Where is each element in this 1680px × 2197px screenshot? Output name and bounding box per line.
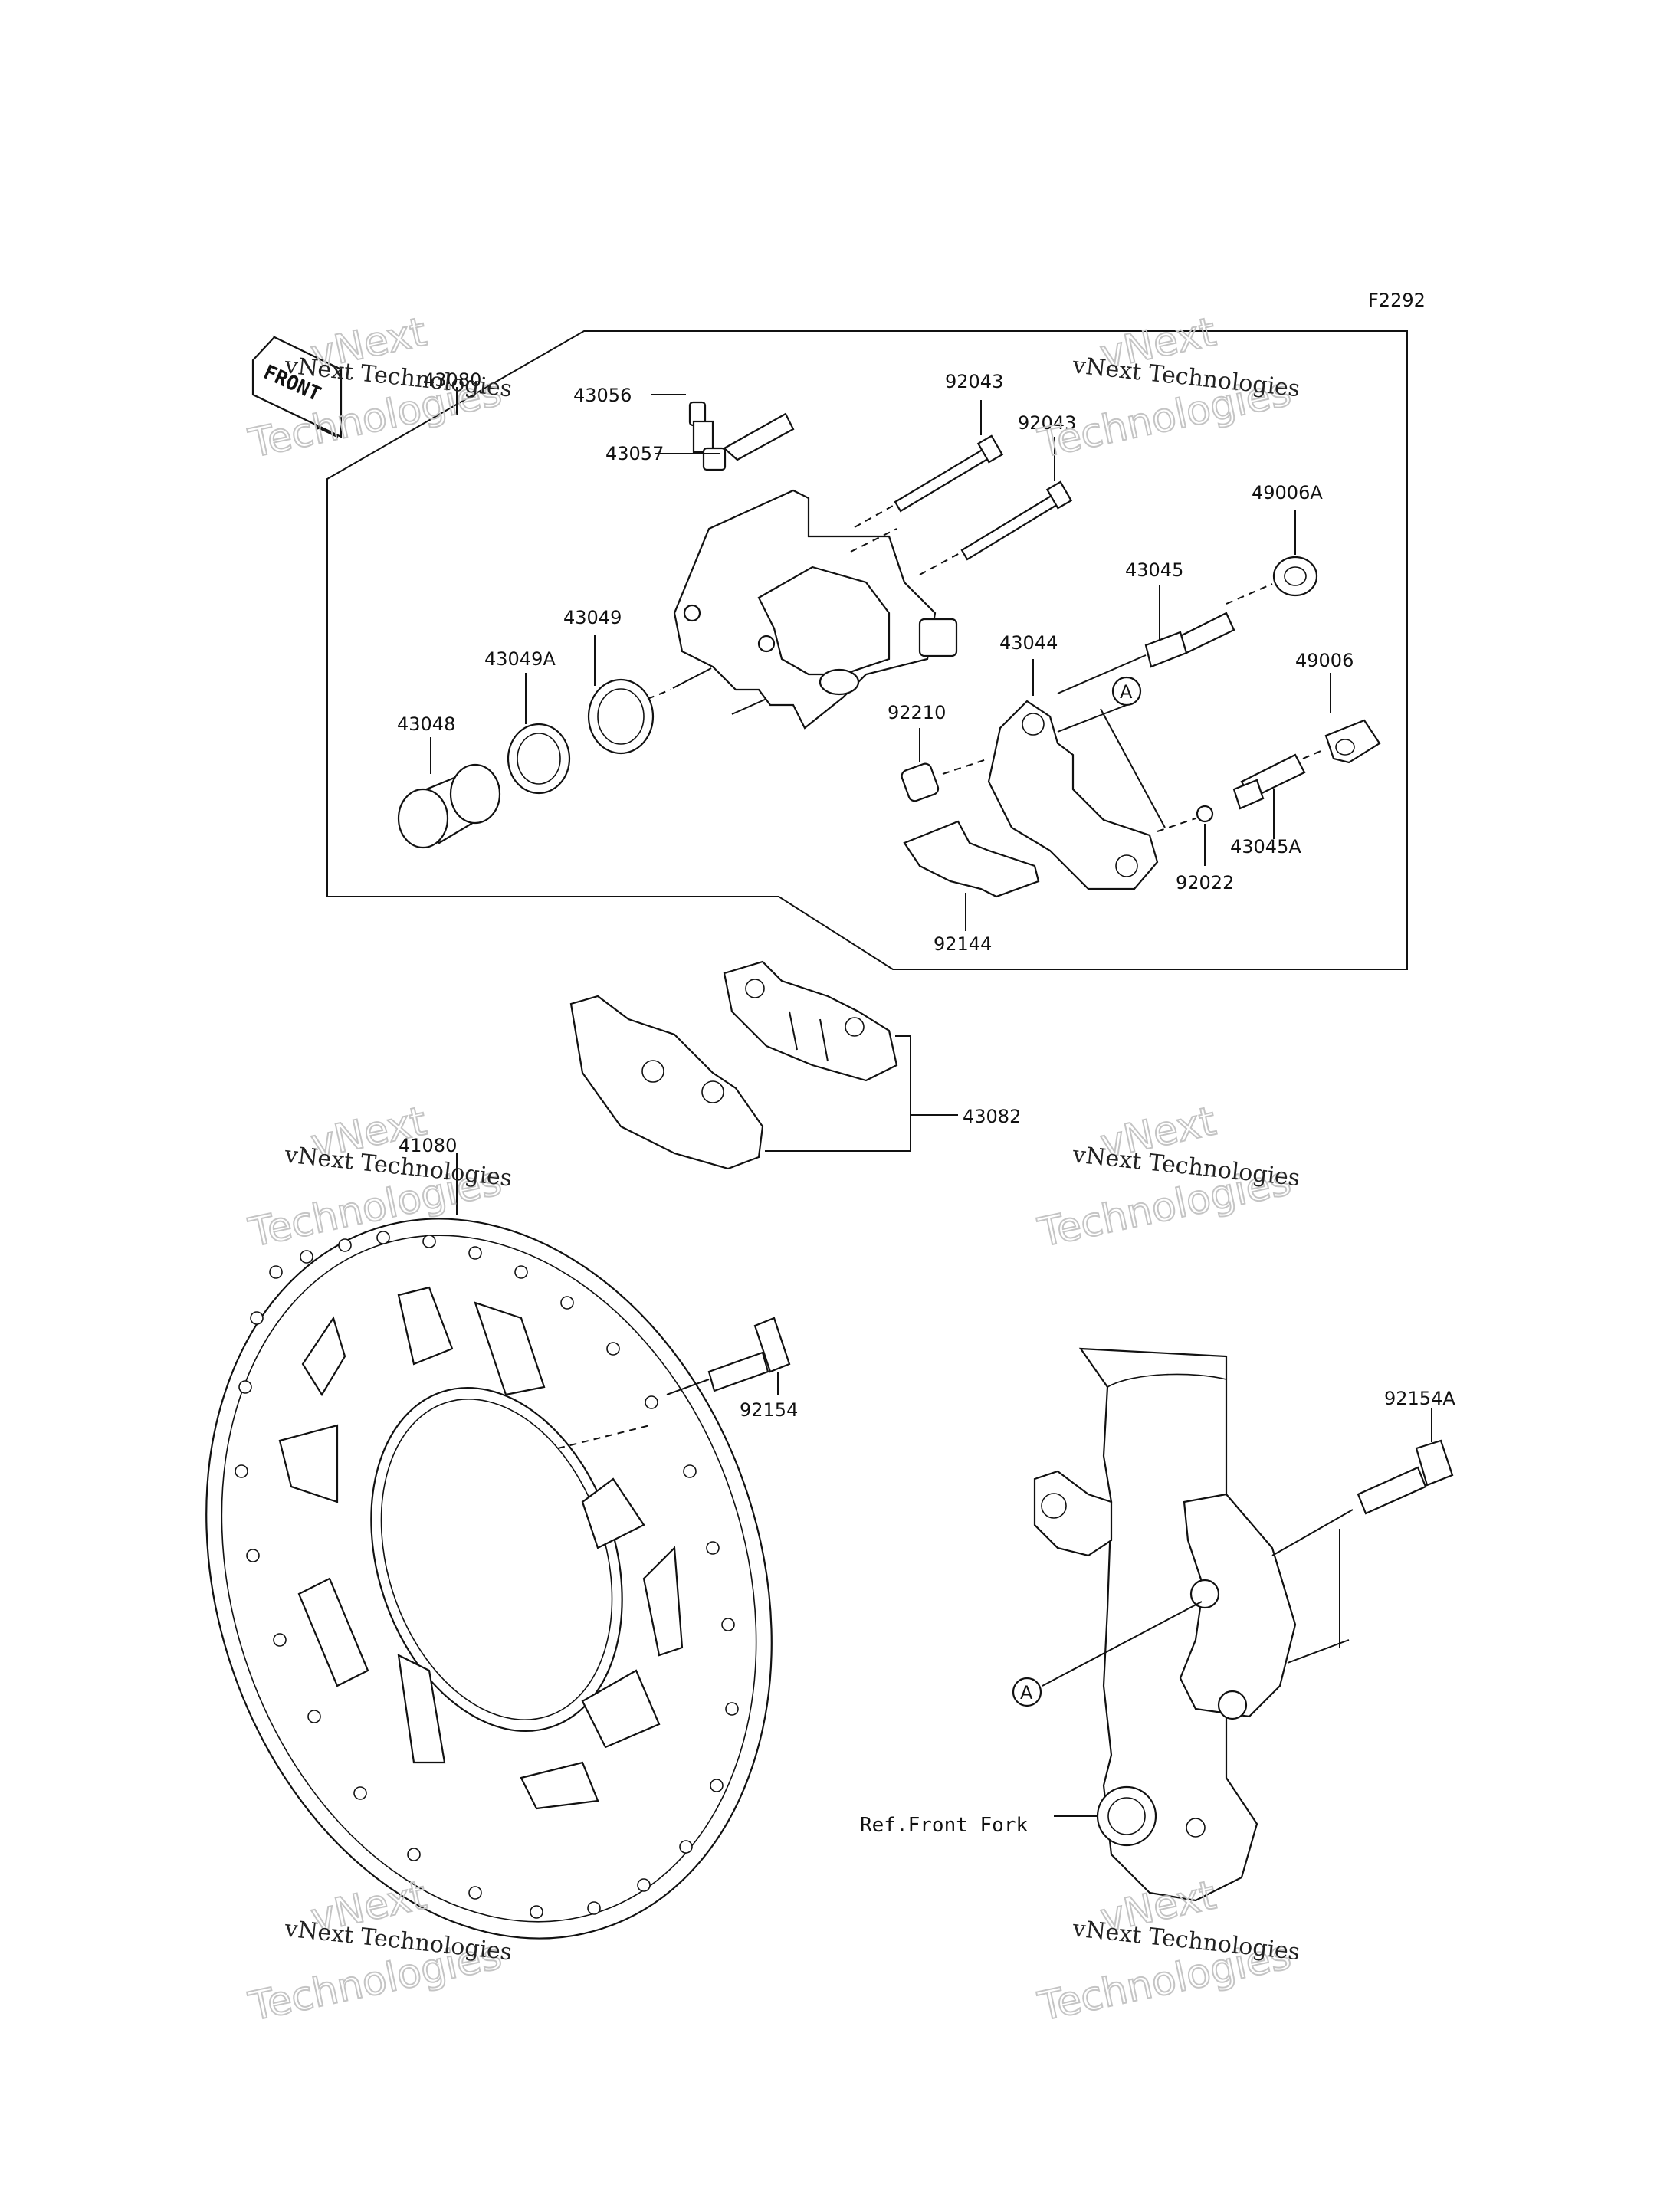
label-41080: 41080 <box>399 1135 457 1156</box>
slide-pin-92043-lower <box>919 437 1073 575</box>
reference-a-caliper: A <box>1111 676 1142 707</box>
slide-pin-43045A <box>1232 749 1325 839</box>
front-fork <box>1033 1347 1297 1902</box>
label-92022: 92022 <box>1176 872 1234 894</box>
caliper-assembly-outline <box>326 330 1408 970</box>
rubber-boot-49006A <box>1226 510 1318 605</box>
label-43049A: 43049A <box>484 648 556 670</box>
slide-pin-92043-upper <box>854 400 1004 528</box>
label-92210: 92210 <box>888 702 946 723</box>
caliper-bracket-43044 <box>987 659 1166 890</box>
label-43057: 43057 <box>605 443 664 464</box>
label-49006A: 49006A <box>1252 482 1323 503</box>
label-ref-front-fork: Ref.Front Fork <box>860 1814 1028 1837</box>
label-49006: 49006 <box>1295 650 1354 671</box>
rubber-boot-49006 <box>1324 673 1381 764</box>
figure-code: F2292 <box>1368 290 1426 311</box>
front-direction-arrow-icon: FRONT <box>251 335 343 438</box>
label-92043-lower: 92043 <box>1018 412 1076 434</box>
label-43049: 43049 <box>563 607 622 628</box>
disc-bolt-92154 <box>666 1317 791 1395</box>
brake-pad-set-43082 <box>569 960 958 1170</box>
piston-43048 <box>397 737 501 849</box>
watermark-bottom-right: vNext Technologies vNext Technologies <box>1033 1871 1301 2031</box>
label-43048: 43048 <box>397 713 455 735</box>
piston-axis-line <box>672 667 712 689</box>
label-43045A: 43045A <box>1230 836 1301 857</box>
brake-disc-41080 <box>205 1153 773 1940</box>
label-43045: 43045 <box>1125 559 1183 581</box>
piston-axis-line-2 <box>731 698 767 715</box>
disc-holes <box>235 1231 739 1919</box>
label-43080: 43080 <box>423 369 481 391</box>
sleeve-92210 <box>901 728 989 802</box>
label-43044: 43044 <box>999 632 1058 654</box>
caliper-body <box>673 489 958 730</box>
dust-seal-43049A <box>507 673 571 795</box>
label-92043-upper: 92043 <box>945 371 1003 392</box>
watermark-top-right: vNext Technologies vNext Technologies <box>1033 308 1301 467</box>
label-92154A: 92154A <box>1384 1388 1455 1409</box>
watermark-mid-right: vNext Technologies vNext Technologies <box>1033 1097 1301 1257</box>
bleed-cap-43057 <box>655 412 795 461</box>
piston-seal-43049 <box>587 635 671 755</box>
pad-spring-92144 <box>903 820 1040 931</box>
caliper-bolt-92154A <box>1271 1408 1454 1664</box>
circlip-92022 <box>1157 805 1214 866</box>
label-43056: 43056 <box>573 385 632 406</box>
ref-a-label: A <box>1120 681 1133 703</box>
label-92144: 92144 <box>934 933 992 955</box>
label-92154: 92154 <box>740 1399 798 1421</box>
ref-a-label-fork: A <box>1020 1682 1033 1703</box>
label-43082: 43082 <box>963 1106 1021 1127</box>
slide-pin-43045 <box>1057 585 1235 694</box>
reference-a-fork: A <box>1012 1601 1203 1707</box>
